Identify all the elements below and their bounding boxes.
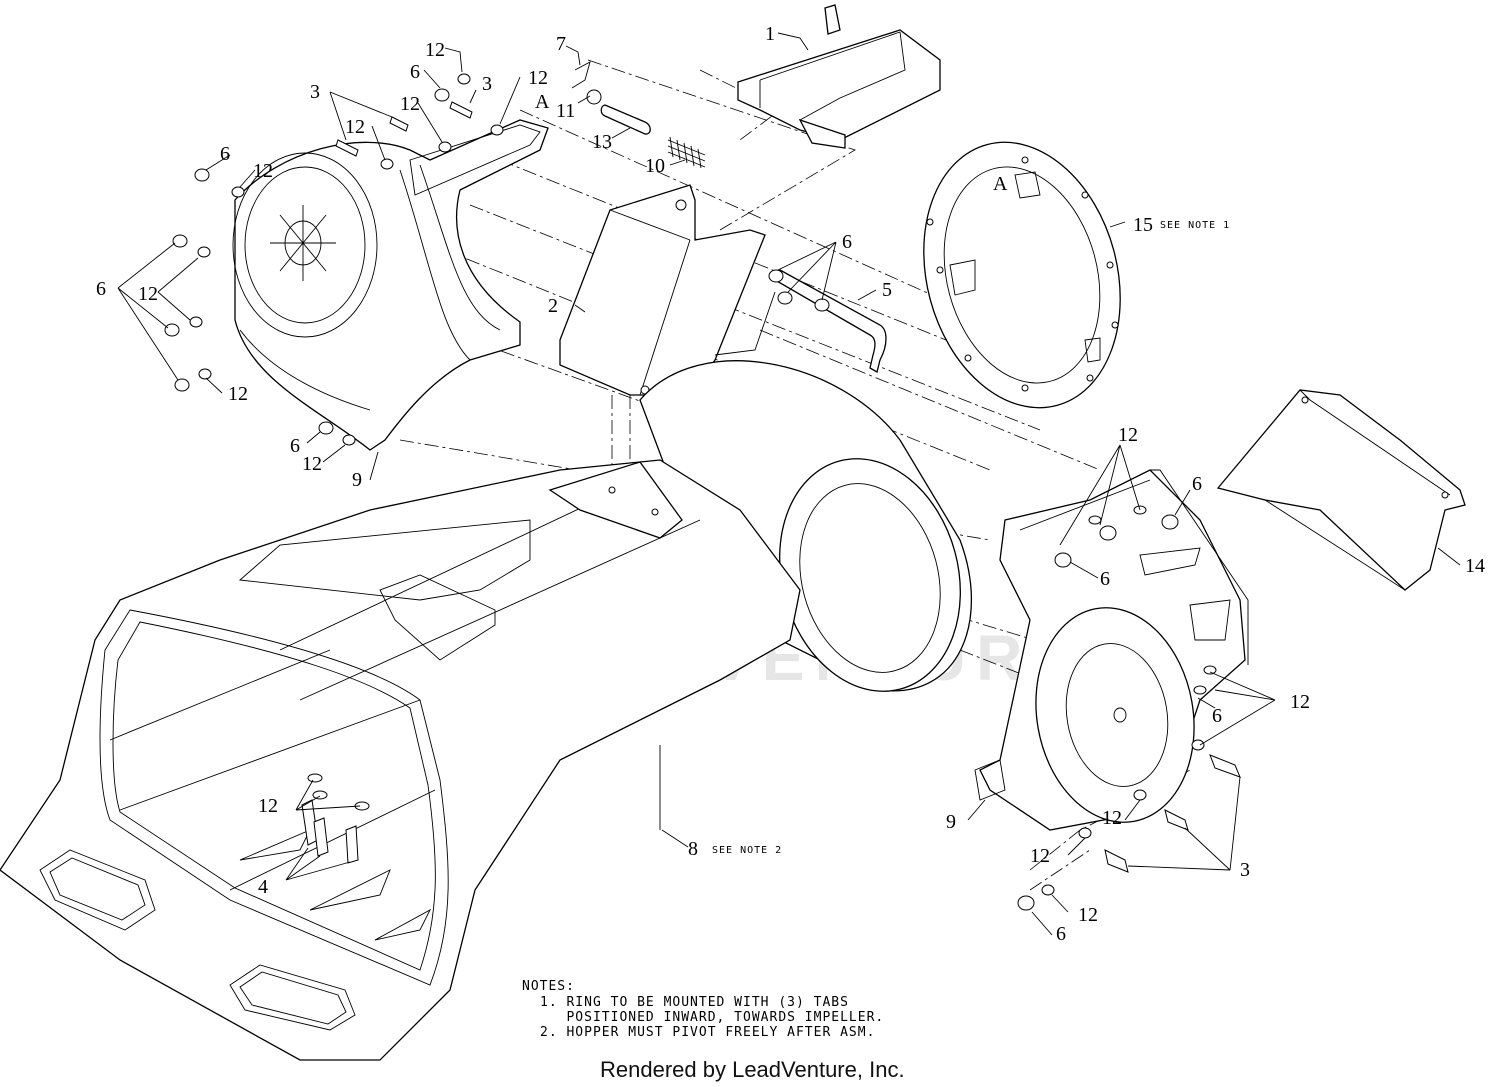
callout-6: 6 (96, 278, 106, 300)
chute-deflector (1216, 389, 1466, 591)
note-item-1: 1. RING TO BE MOUNTED WITH (3) TABS (540, 995, 849, 1010)
callout-12: 12 (1290, 691, 1310, 713)
callout-12: 12 (400, 93, 420, 115)
callout-3: 3 (310, 81, 320, 103)
callout-6: 6 (1192, 473, 1202, 495)
callout-6: 6 (410, 61, 420, 83)
callout-8: 8 (688, 838, 698, 860)
nuts-group-5 (768, 269, 830, 312)
ref-a: A (535, 91, 550, 113)
note-item-1-cont: POSITIONED INWARD, TOWARDS IMPELLER. (540, 1010, 884, 1025)
callout-6: 6 (290, 435, 300, 457)
right-hardware (1017, 505, 1241, 911)
callout-12: 12 (302, 453, 322, 475)
callout-12: 12 (138, 283, 158, 305)
rendered-by-footer: Rendered by LeadVenture, Inc. (600, 1057, 905, 1082)
notes-heading: NOTES: (522, 979, 575, 994)
callout-6: 6 (220, 143, 230, 165)
note-item-2: 2. HOPPER MUST PIVOT FREELY AFTER ASM. (540, 1025, 875, 1040)
callout-6: 6 (1056, 923, 1066, 945)
spring-assembly (571, 61, 706, 169)
main-housing (0, 360, 973, 1061)
impeller-ring (923, 141, 1121, 409)
callout-6: 6 (1100, 568, 1110, 590)
callout-9: 9 (352, 469, 362, 491)
note-1-ref: SEE NOTE 1 (1160, 220, 1230, 231)
callout-12: 12 (228, 383, 248, 405)
callout-5: 5 (882, 279, 892, 301)
ref-a: A (993, 173, 1008, 195)
callout-6: 6 (1212, 705, 1222, 727)
callout-6: 6 (842, 231, 852, 253)
callout-12: 12 (1118, 424, 1138, 446)
left-hardware (164, 73, 504, 446)
callout-14: 14 (1465, 555, 1485, 577)
right-housing (974, 469, 1249, 831)
notes-block: NOTES: 1. RING TO BE MOUNTED WITH (3) TA… (522, 979, 884, 1040)
callout-12: 12 (253, 160, 273, 182)
callout-12: 12 (258, 795, 278, 817)
callout-4: 4 (258, 876, 268, 898)
leader-lines (117, 32, 1461, 936)
callout-3: 3 (482, 73, 492, 95)
callout-3: 3 (1240, 859, 1250, 881)
deflector-bracket (737, 4, 941, 149)
callouts: 1 7 12 6 3 12 A 3 12 12 11 13 10 6 12 2 … (96, 23, 1485, 945)
callout-12: 12 (345, 116, 365, 138)
hopper-bolts (301, 773, 370, 864)
left-housing (232, 119, 549, 451)
callout-2: 2 (548, 295, 558, 317)
callout-12: 12 (1078, 904, 1098, 926)
note-2-ref: SEE NOTE 2 (712, 845, 782, 856)
callout-13: 13 (592, 131, 612, 153)
callout-10: 10 (645, 155, 665, 177)
callout-12: 12 (528, 67, 548, 89)
callout-1: 1 (765, 23, 775, 45)
hopper-lever (559, 184, 887, 396)
callout-7: 7 (556, 33, 566, 55)
callout-12: 12 (1030, 845, 1050, 867)
callout-15: 15 (1133, 214, 1153, 236)
callout-11: 11 (556, 100, 575, 122)
callout-12: 12 (425, 39, 445, 61)
callout-12: 12 (1102, 807, 1122, 829)
callout-9: 9 (946, 811, 956, 833)
